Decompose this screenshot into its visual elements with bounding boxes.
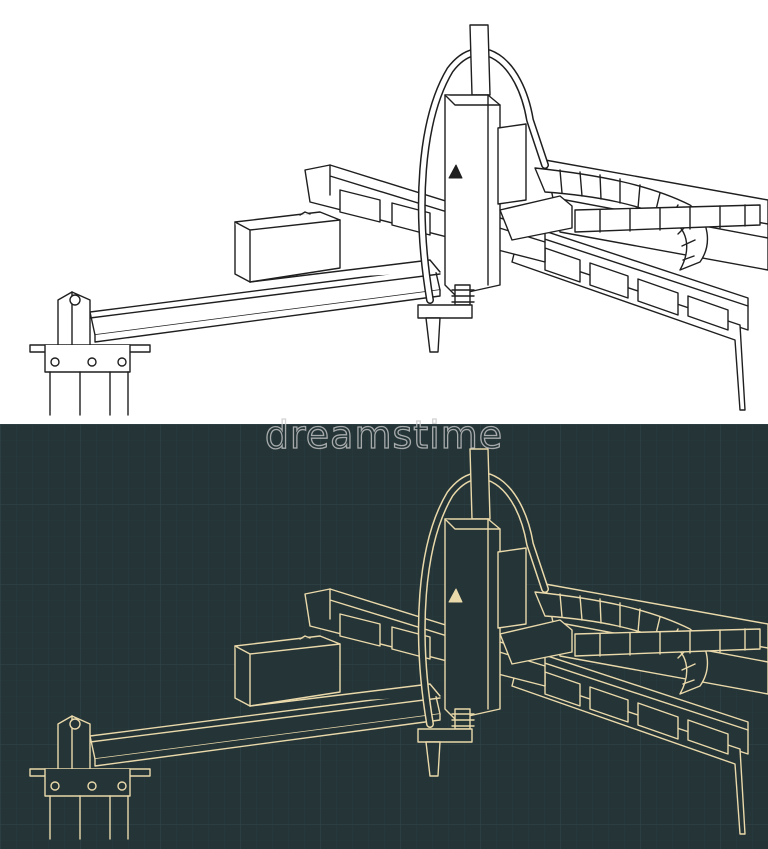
dark-blueprint-panel [0,424,768,849]
dark-gantry-drawing [0,424,768,849]
light-gantry-drawing [30,25,768,415]
light-blueprint-panel [0,0,768,424]
